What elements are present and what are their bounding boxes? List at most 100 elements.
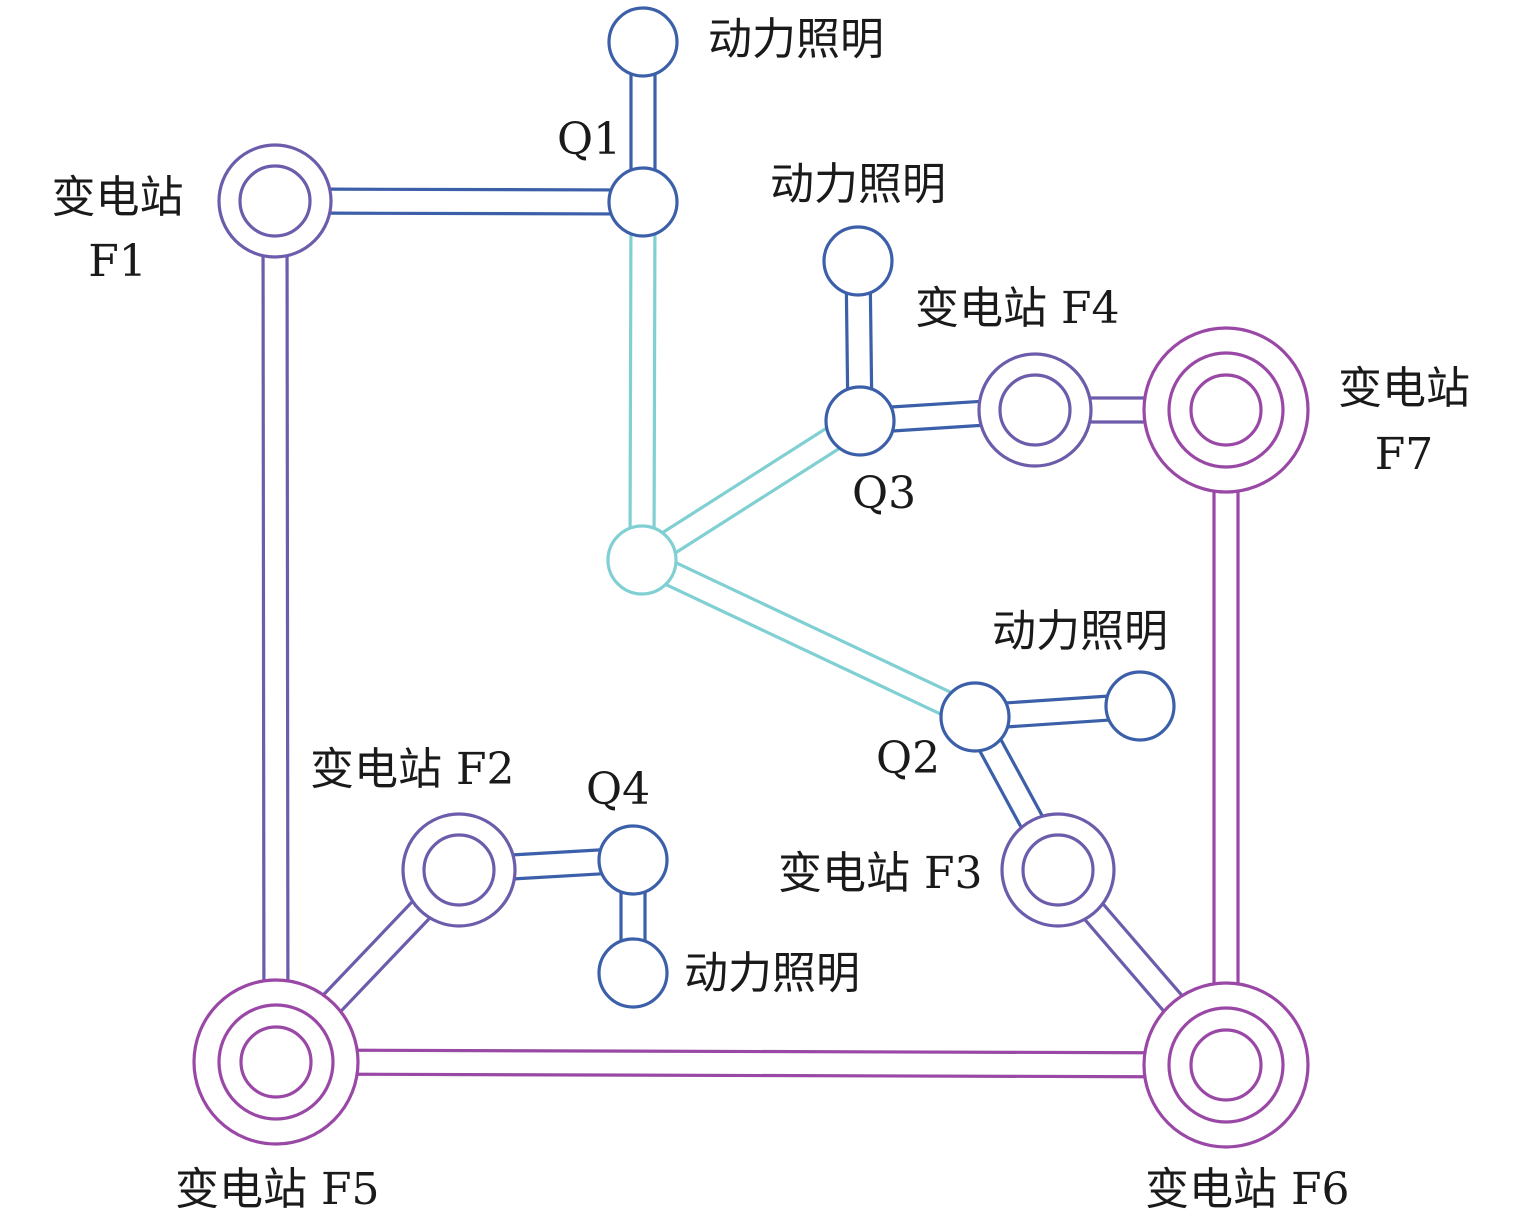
edge-line: [675, 561, 953, 695]
node-f4-substation2: [977, 352, 1093, 468]
node-outer-ring: [401, 812, 517, 928]
node-inner-ring: [1189, 1028, 1263, 1102]
edge-line: [892, 423, 982, 433]
edge-q3-f4: [890, 399, 982, 433]
edge-l1-q1: [629, 73, 657, 171]
edge-line: [1101, 902, 1184, 997]
node-inner-ring: [1167, 1006, 1285, 1124]
edge-line: [844, 292, 850, 390]
node-outer-ring: [597, 937, 669, 1009]
edge-f4-f7: [1089, 396, 1145, 424]
edge-line: [664, 582, 942, 716]
node-q1-switch: [607, 166, 679, 238]
node-outer-ring: [1104, 670, 1176, 742]
label-load-q2: 动力照明: [992, 606, 1168, 657]
node-inner-ring: [238, 164, 312, 238]
edge-q4-l4: [619, 891, 647, 942]
label-f7-name: 变电站: [1338, 363, 1470, 414]
label-f5: 变电站 F5: [175, 1164, 380, 1215]
edge-l3-q3: [844, 292, 874, 390]
edge-line: [357, 1072, 1145, 1079]
node-outer-ring: [607, 166, 679, 238]
node-f7-substation3: [1142, 326, 1310, 494]
node-l4-load: [597, 937, 669, 1009]
node-outer-ring: [597, 824, 669, 896]
edge-f7-f6: [1212, 491, 1240, 984]
edge-line: [674, 446, 841, 555]
edge-q2-l2: [1005, 694, 1110, 729]
node-outer-ring: [939, 681, 1011, 753]
edge-line: [261, 255, 266, 981]
node-inner-ring: [217, 1003, 335, 1121]
node-f2-substation2: [401, 812, 517, 928]
node-q3-switch: [824, 385, 896, 457]
label-q2: Q2: [876, 733, 941, 784]
edge-line: [285, 255, 290, 981]
edge-f1-q1: [329, 187, 612, 216]
node-q2-switch: [939, 681, 1011, 753]
nodes-layer: [192, 6, 1310, 1149]
node-l3-load: [822, 225, 894, 297]
node-inner-ring: [1189, 373, 1263, 447]
edge-f3-f6: [1083, 902, 1184, 1013]
label-q4: Q4: [586, 764, 651, 815]
node-inner-ring: [422, 833, 496, 907]
edge-line: [1083, 918, 1166, 1013]
edge-line: [339, 916, 432, 1013]
node-inner-ring: [998, 373, 1072, 447]
edge-line: [512, 848, 601, 857]
label-load-q3: 动力照明: [770, 159, 946, 210]
node-outer-ring: [1000, 812, 1116, 928]
node-outer-ring: [606, 524, 678, 596]
node-inner-ring: [1021, 833, 1095, 907]
edge-line: [661, 426, 828, 535]
edge-line: [1007, 718, 1110, 729]
edge-f5-f6: [357, 1048, 1145, 1079]
node-l1-load: [607, 6, 679, 78]
edge-line: [1005, 694, 1108, 705]
edge-f5-f2: [322, 900, 432, 1013]
node-outer-ring: [824, 385, 896, 457]
edge-line: [329, 211, 612, 216]
label-q1: Q1: [557, 114, 622, 165]
edge-line: [652, 233, 657, 529]
edge-q1-c: [628, 233, 657, 529]
edge-line: [329, 187, 612, 192]
node-c-hub: [606, 524, 678, 596]
edge-f2-q4: [512, 848, 603, 881]
node-q4-switch: [597, 824, 669, 896]
node-outer-ring: [607, 6, 679, 78]
edge-q2-f3: [978, 738, 1044, 829]
edge-c-q3: [661, 426, 841, 555]
label-load-top: 动力照明: [708, 14, 884, 65]
label-f2: 变电站 F2: [310, 744, 515, 795]
node-outer-ring: [217, 143, 333, 259]
node-outer-ring: [977, 352, 1093, 468]
label-f7-id: F7: [1374, 429, 1434, 480]
edge-f1-f5: [261, 255, 290, 981]
label-f3: 变电站 F3: [778, 848, 983, 899]
edge-c-q2: [664, 561, 953, 716]
label-f1-name: 变电站: [51, 172, 184, 223]
label-f6: 变电站 F6: [1145, 1164, 1350, 1215]
label-f4: 变电站 F4: [915, 283, 1120, 334]
edge-line: [514, 872, 603, 881]
edge-line: [868, 292, 874, 390]
node-outer-ring: [822, 225, 894, 297]
node-f5-substation3: [192, 978, 360, 1146]
edge-line: [890, 399, 980, 409]
node-l2-load: [1104, 670, 1176, 742]
label-load-q4: 动力照明: [684, 948, 860, 999]
node-f6-substation3: [1142, 981, 1310, 1149]
node-f1-substation2: [217, 143, 333, 259]
label-f1-id: F1: [88, 236, 147, 287]
edge-line: [357, 1048, 1145, 1055]
node-f3-substation2: [1000, 812, 1116, 928]
node-inner-ring: [239, 1025, 313, 1099]
node-inner-ring: [1167, 351, 1285, 469]
edge-line: [999, 738, 1044, 817]
edge-line: [322, 900, 414, 997]
edge-line: [978, 749, 1023, 829]
